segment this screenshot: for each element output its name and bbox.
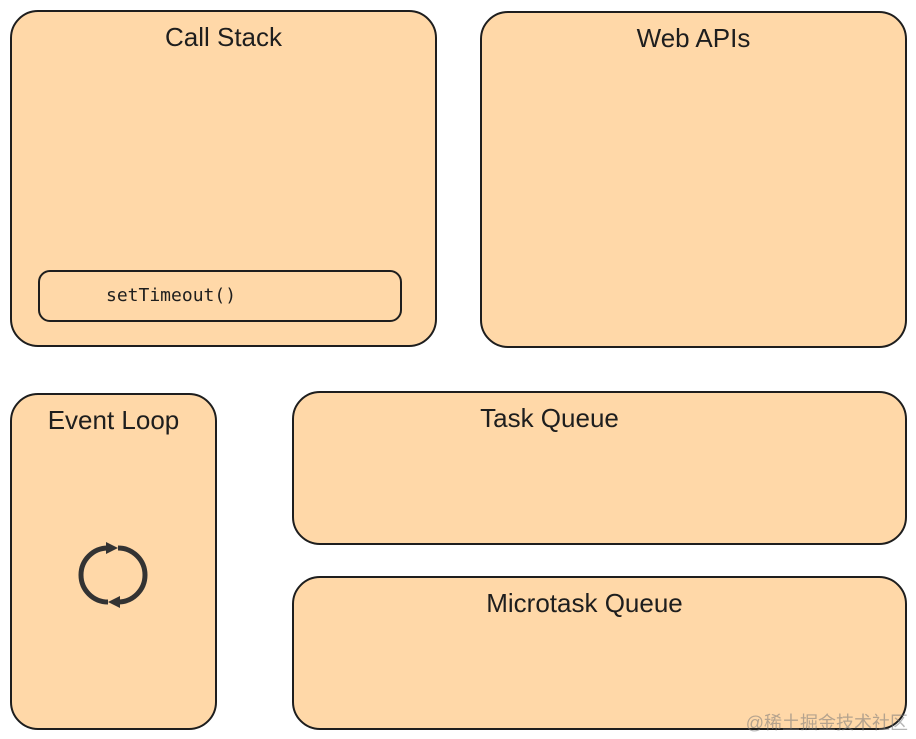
task-queue-panel: Task Queue [292, 391, 907, 545]
watermark: @稀土掘金技术社区 [745, 713, 908, 733]
refresh-cycle-icon [78, 542, 148, 608]
web-apis-title: Web APIs [636, 23, 751, 53]
stack-frame: setTimeout() [38, 270, 402, 322]
event-loop-title: Event Loop [47, 405, 180, 435]
event-loop-panel: Event Loop [10, 393, 217, 730]
stack-frame-label: setTimeout() [106, 285, 237, 306]
web-apis-panel: Web APIs [480, 11, 907, 348]
task-queue-title: Task Queue [480, 403, 619, 433]
microtask-queue-panel: Microtask Queue [292, 576, 907, 730]
call-stack-panel: Call Stack setTimeout() [10, 10, 437, 347]
microtask-queue-title: Microtask Queue [486, 588, 683, 618]
call-stack-title: Call Stack [164, 22, 283, 52]
